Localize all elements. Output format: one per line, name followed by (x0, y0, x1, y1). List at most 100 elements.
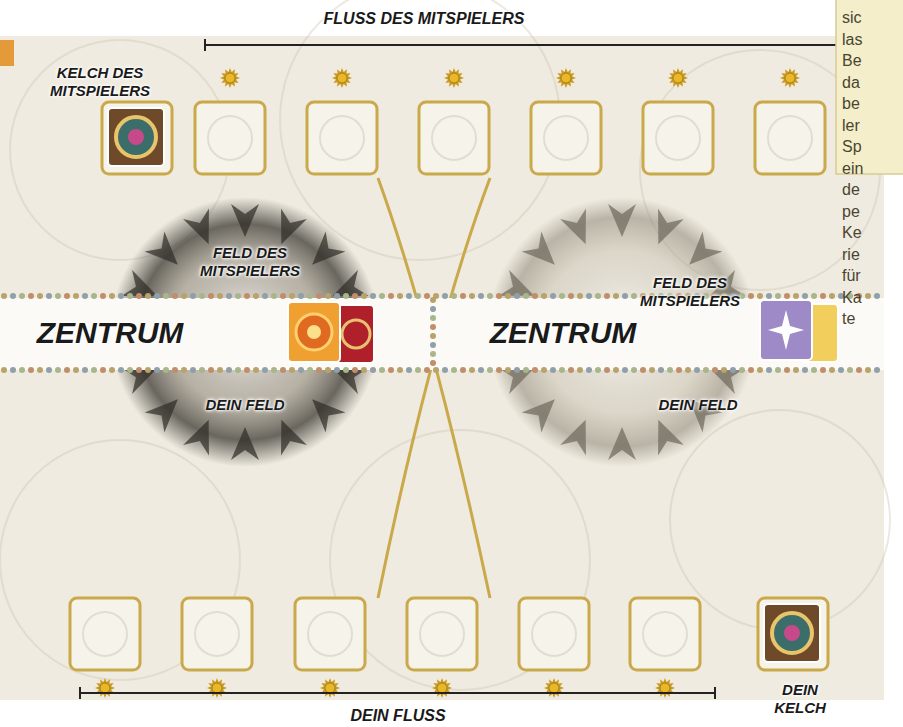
bead (430, 297, 436, 303)
bead (667, 367, 673, 373)
petal (302, 389, 345, 432)
bead (757, 293, 763, 299)
bead (73, 367, 79, 373)
bead (676, 367, 682, 373)
slot-pattern (308, 612, 352, 656)
bead (217, 367, 223, 373)
bead (154, 367, 160, 373)
bead (496, 367, 502, 373)
bead (343, 293, 349, 299)
bead (343, 367, 349, 373)
bead (568, 367, 574, 373)
petal (231, 204, 259, 237)
bracket (80, 39, 840, 699)
bead (307, 293, 313, 299)
card-art (296, 314, 332, 350)
sun-marker (668, 68, 688, 88)
bead (208, 293, 214, 299)
slot-pattern (656, 116, 700, 160)
sun-marker (320, 678, 340, 698)
bead (244, 293, 250, 299)
bead (766, 367, 772, 373)
bead (109, 367, 115, 373)
bead (109, 293, 115, 299)
gold-curve (378, 178, 490, 598)
bead (532, 293, 538, 299)
bead (145, 367, 151, 373)
bead (856, 367, 862, 373)
bead (793, 293, 799, 299)
petal (645, 208, 683, 249)
sun-marker (220, 68, 240, 88)
bead (604, 367, 610, 373)
bead (478, 367, 484, 373)
card-art (342, 320, 370, 348)
bead (82, 367, 88, 373)
petal (560, 208, 598, 249)
bead (406, 293, 412, 299)
slot-pattern (420, 612, 464, 656)
bead (775, 367, 781, 373)
bead (424, 293, 430, 299)
bead (442, 367, 448, 373)
bead (244, 367, 250, 373)
bead-border (1, 293, 880, 373)
sun-marker (556, 68, 576, 88)
bead (226, 367, 232, 373)
bead (514, 293, 520, 299)
bead (559, 293, 565, 299)
bead (334, 367, 340, 373)
board-label: DEIN FELD (200, 396, 290, 414)
card-slot (630, 598, 700, 670)
petal (608, 427, 636, 460)
bead (235, 367, 241, 373)
petal (302, 232, 345, 275)
sun-marker (544, 678, 564, 698)
card-slot (407, 598, 477, 670)
bead (181, 367, 187, 373)
bead (64, 367, 70, 373)
bead (19, 293, 25, 299)
bead (55, 367, 61, 373)
petal (145, 232, 188, 275)
bead (370, 367, 376, 373)
bead (460, 367, 466, 373)
bead (271, 293, 277, 299)
bead (199, 293, 205, 299)
bead (55, 293, 61, 299)
card-slot (195, 102, 265, 174)
bead (847, 367, 853, 373)
bead (430, 360, 436, 366)
bead (541, 293, 547, 299)
bead (451, 367, 457, 373)
bead (712, 367, 718, 373)
sun-marker (332, 68, 352, 88)
bead (430, 324, 436, 330)
board-label: FELD DES MITSPIELERS (185, 244, 315, 280)
sun-marker (207, 678, 227, 698)
bead (379, 367, 385, 373)
bead (430, 306, 436, 312)
bead (226, 293, 232, 299)
bead (757, 367, 763, 373)
petal (145, 389, 188, 432)
bead (73, 293, 79, 299)
card-slot (419, 102, 489, 174)
bead (775, 293, 781, 299)
bead (370, 293, 376, 299)
card-slots (70, 102, 828, 670)
bead (190, 293, 196, 299)
slot-pattern (208, 116, 252, 160)
card (0, 40, 14, 66)
bead (622, 293, 628, 299)
bead (541, 367, 547, 373)
bead (118, 367, 124, 373)
slot-pattern (768, 116, 812, 160)
board-label: KELCH DES MITSPIELERS (30, 64, 170, 100)
bead (577, 367, 583, 373)
card-slot (295, 598, 365, 670)
bead (658, 367, 664, 373)
bead (352, 367, 358, 373)
petal (183, 208, 221, 249)
board-label: ZENTRUM (10, 315, 210, 351)
